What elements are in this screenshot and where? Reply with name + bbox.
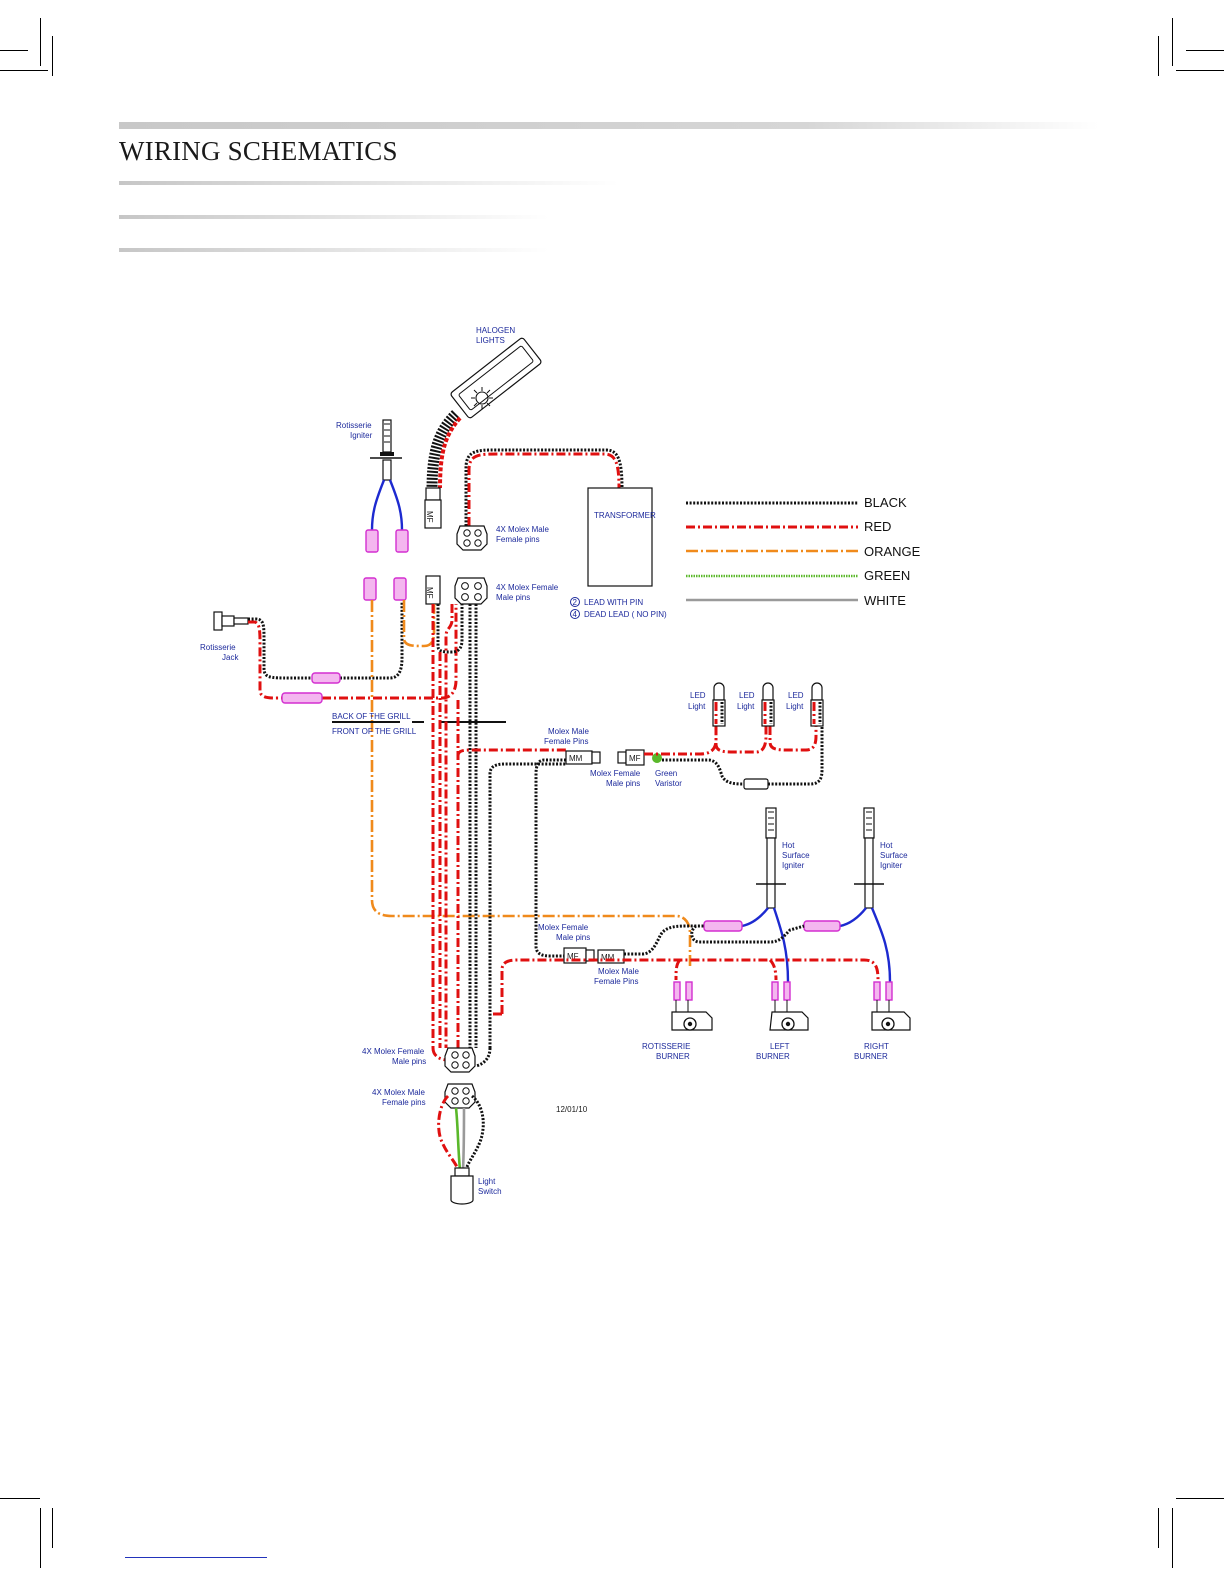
svg-text:Igniter: Igniter: [782, 861, 805, 870]
front-of-grill-label: FRONT OF THE GRILL: [332, 727, 417, 736]
svg-text:Hot: Hot: [782, 841, 795, 850]
svg-text:LIGHTS: LIGHTS: [476, 336, 505, 345]
header-rule: [119, 122, 1099, 129]
svg-text:4X Molex Female: 4X Molex Female: [496, 583, 559, 592]
svg-text:LEAD WITH PIN: LEAD WITH PIN: [584, 598, 643, 607]
sun-icon: [471, 387, 493, 409]
svg-text:LED: LED: [739, 691, 755, 700]
svg-text:Jack: Jack: [222, 653, 239, 662]
svg-text:Female pins: Female pins: [382, 1098, 426, 1107]
legend-item: RED: [864, 519, 891, 534]
led-light: [810, 682, 824, 727]
transformer: [587, 487, 653, 587]
svg-text:MF: MF: [425, 587, 434, 599]
svg-text:Male pins: Male pins: [392, 1057, 426, 1066]
divider-rule: [119, 215, 549, 219]
left-burner: [769, 981, 809, 1031]
svg-text:Surface: Surface: [782, 851, 810, 860]
svg-text:LED: LED: [788, 691, 804, 700]
connector-label: MF: [425, 511, 434, 523]
svg-text:MF: MF: [629, 754, 641, 763]
molex-4x-male-top: [456, 525, 488, 551]
svg-text:Light: Light: [478, 1177, 496, 1186]
svg-text:MF: MF: [567, 952, 579, 961]
svg-text:ROTISSERIE: ROTISSERIE: [642, 1042, 690, 1051]
halogen-lights: MF: [424, 337, 542, 529]
svg-text:Switch: Switch: [478, 1187, 502, 1196]
revision-date: 12/01/10: [556, 1105, 588, 1114]
svg-text:BURNER: BURNER: [854, 1052, 888, 1061]
svg-text:HALOGEN: HALOGEN: [476, 326, 515, 335]
svg-text:Male pins: Male pins: [496, 593, 530, 602]
svg-text:Male pins: Male pins: [606, 779, 640, 788]
rotisserie-burner: [671, 981, 713, 1031]
wire-color-legend: BLACK RED ORANGE GREEN WHITE: [686, 495, 921, 608]
svg-text:Molex Male: Molex Male: [598, 967, 639, 976]
hot-surface-igniter: [854, 807, 884, 909]
svg-text:Light: Light: [688, 702, 706, 711]
svg-text:4X Molex Female: 4X Molex Female: [362, 1047, 425, 1056]
svg-text:Rotisserie: Rotisserie: [200, 643, 236, 652]
svg-text:Hot: Hot: [880, 841, 893, 850]
molex-4x-female-bottom: [444, 1047, 476, 1073]
svg-text:4X Molex Male: 4X Molex Male: [496, 525, 549, 534]
svg-text:Light: Light: [737, 702, 755, 711]
legend-item: WHITE: [864, 593, 906, 608]
svg-text:Molex Male: Molex Male: [548, 727, 589, 736]
svg-text:Female Pins: Female Pins: [594, 977, 638, 986]
svg-text:Molex Female: Molex Female: [590, 769, 641, 778]
svg-text:Varistor: Varistor: [655, 779, 682, 788]
molex-4x-male-bottom: [444, 1083, 476, 1109]
divider-rule: [119, 181, 619, 185]
svg-text:MM: MM: [569, 754, 583, 763]
svg-text:Igniter: Igniter: [880, 861, 903, 870]
svg-text:Light: Light: [786, 702, 804, 711]
svg-text:2: 2: [573, 598, 578, 607]
svg-text:Female pins: Female pins: [496, 535, 540, 544]
svg-text:Female Pins: Female Pins: [544, 737, 588, 746]
hot-surface-igniter: [756, 807, 786, 909]
legend-item: BLACK: [864, 495, 907, 510]
molex-4x-female-top: [454, 577, 488, 605]
svg-text:Green: Green: [655, 769, 677, 778]
svg-text:4: 4: [573, 610, 578, 619]
led-light: [712, 682, 726, 727]
right-burner: [871, 981, 911, 1031]
svg-text:4X Molex Male: 4X Molex Male: [372, 1088, 425, 1097]
svg-text:Male pins: Male pins: [556, 933, 590, 942]
svg-text:LED: LED: [690, 691, 706, 700]
svg-text:Molex Female: Molex Female: [538, 923, 589, 932]
back-of-grill-label: BACK OF THE GRILL: [332, 712, 411, 721]
legend-item: ORANGE: [864, 544, 921, 559]
svg-text:LEFT: LEFT: [770, 1042, 790, 1051]
svg-text:BURNER: BURNER: [756, 1052, 790, 1061]
svg-text:Igniter: Igniter: [350, 431, 373, 440]
light-switch: [450, 1167, 474, 1205]
page-title: WIRING SCHEMATICS: [119, 136, 398, 166]
divider-rule: [119, 248, 549, 252]
rotisserie-jack: [213, 611, 249, 631]
svg-text:Rotisserie: Rotisserie: [336, 421, 372, 430]
footer-link-underline: [125, 1557, 267, 1558]
rotisserie-igniter: [370, 419, 402, 481]
svg-text:Surface: Surface: [880, 851, 908, 860]
svg-text:BURNER: BURNER: [656, 1052, 690, 1061]
svg-text:RIGHT: RIGHT: [864, 1042, 889, 1051]
svg-text:DEAD LEAD ( NO PIN): DEAD LEAD ( NO PIN): [584, 610, 667, 619]
legend-item: GREEN: [864, 568, 910, 583]
green-varistor: [652, 753, 662, 763]
svg-text:MM: MM: [601, 953, 615, 962]
transformer-label: TRANSFORMER: [594, 511, 656, 520]
led-light: [761, 682, 775, 727]
